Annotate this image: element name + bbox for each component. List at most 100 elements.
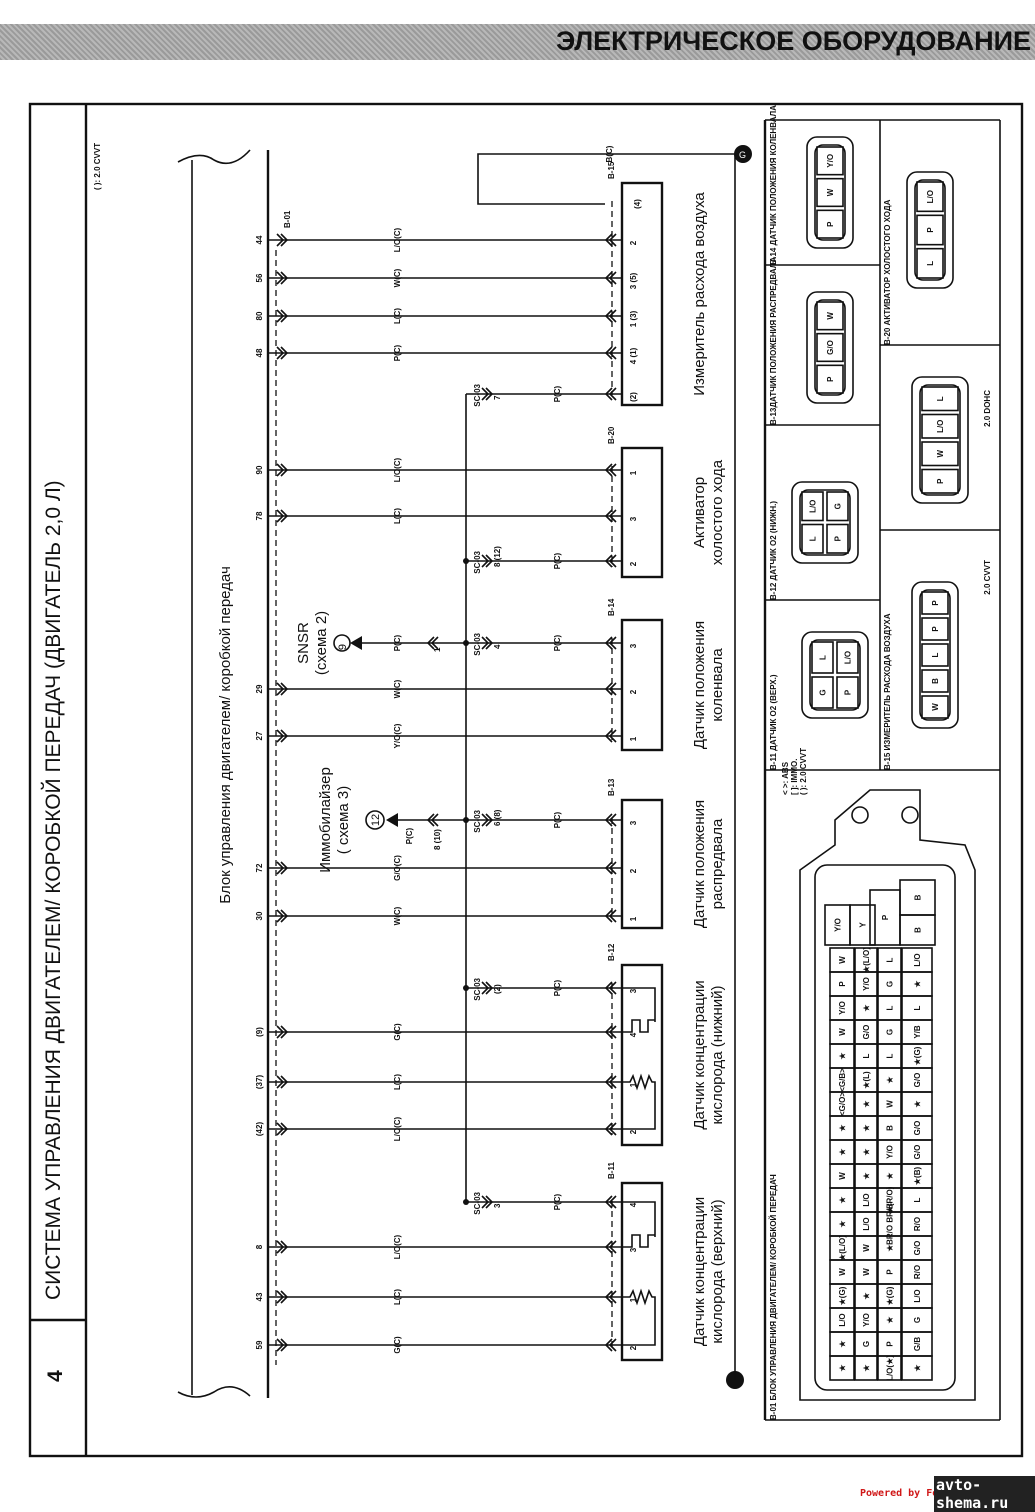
diagram-title: СИСТЕМА УПРАВЛЕНИЯ ДВИГАТЕЛЕМ/ КОРОБКОЙ … [41,480,65,1300]
connector-chevron-icon [604,1338,617,1352]
pin-color-label: L [819,655,828,660]
legend-item: < >: ABS [781,761,790,795]
sensor-name: Датчик концентрации [691,980,708,1129]
connector-title: B-15 ИЗМЕРИТЕЛЬ РАСХОДА ВОЗДУХА [883,613,892,770]
pin-cell [901,947,933,973]
connector-chevron-icon [604,1025,617,1039]
pin-color-label: ★ [838,1124,847,1132]
pin-cell [921,591,949,615]
connector-chevron-icon [481,981,494,995]
pin-color-label: P [926,227,935,233]
ecu-pin-label: (42) [255,1122,264,1137]
pin-color-label: L/O [838,1313,847,1326]
pin-cell [921,617,949,641]
feed-wire-color: P(C) [553,634,562,651]
splice-label: SC-03 [473,1191,482,1214]
pin-color-label: ★ [862,1172,871,1180]
arrow-icon [386,813,398,827]
pin-color-label: G/O [913,1241,922,1256]
wire-color-label: G/O(C) [393,855,402,881]
connector-chevron-icon [276,682,289,696]
pin-cell [921,468,959,494]
connector-chevron-icon [276,346,289,360]
connector-chevron-icon [426,636,439,650]
splice-pin: 7 [493,395,502,400]
pin-cell [921,643,949,667]
immobilizer-reference: 12 Иммобилайзер ( схема 3) P(C) 8 (10) [317,767,469,873]
pin-color-label: ★(B) [913,1167,922,1186]
pin-color-label: Y/O [834,918,843,932]
pin-color-label: L [862,1053,871,1058]
connector-chevron-icon [276,463,289,477]
sensor-pin-label: 3 [629,643,638,648]
pin-color-label: G [886,981,895,987]
pin-color-label: G/O [913,1073,922,1088]
ecu-pin-label: 8 [255,1244,264,1249]
connector-housing [806,136,854,249]
ecu-pin-label: 90 [255,465,264,474]
pin-color-label: G [819,689,828,695]
ecu-pin-label: (9) [255,1027,264,1037]
connector-housing [801,631,869,719]
ecu-pin-label: (37) [255,1075,264,1090]
ecu-pin-label: 30 [255,911,264,920]
connector-chevron-icon [481,636,494,650]
pin-color-label: P [886,1269,895,1275]
pin-color-label: L/O [844,651,853,664]
wire-color-label: W(C) [393,679,402,698]
pin-color-label: ★ [886,1244,895,1252]
feed-wire-color: P(C) [553,979,562,996]
junction-dot [463,1199,469,1205]
ecu-pin-label: 78 [255,511,264,520]
connector-title: B-01 БЛОК УПРАВЛЕНИЯ ДВИГАТЕЛЕМ/ КОРОБКО… [769,1174,778,1420]
pin-color-label: B [914,894,923,900]
connector-b15-dohc: PWL/OL [911,376,969,504]
sensor-pin-label: 2 [629,240,638,245]
junction-dot [463,558,469,564]
pin-color-label: ★(G) [838,1286,847,1305]
pin-color-label: W [826,312,835,320]
pin-color-label: P [881,914,890,920]
connector-face [809,639,861,711]
ecu-pin-label: 43 [255,1292,264,1301]
pin-color-label: ★ [862,1004,871,1012]
pin-cell [816,364,844,394]
splice-pin: 4 [493,644,502,649]
heater-element-icon [622,1201,656,1248]
connector-chevron-icon [604,346,617,360]
pin-color-label: G [834,503,843,509]
pin-color-label: ★(G) [886,1286,895,1305]
variant-note: 2.0 DOHC [983,390,992,427]
sensor-box [620,798,664,930]
splice-label: SC-03 [473,977,482,1000]
connector-chevron-icon [481,387,494,401]
pin-color-label: P [931,600,940,606]
pin-cell [916,214,944,246]
pin-cell [811,676,834,709]
pin-color-label: L [913,1197,922,1202]
connector-chevron-icon [604,1195,617,1209]
sensor-pin-label: 2 [629,868,638,873]
sensor-pin-label: 1 [629,916,638,921]
sensor-pin-label: 4 [629,1032,638,1037]
connector-chevron-icon [426,813,439,827]
connector-b20: LPL/O [906,171,954,289]
pin-color-label: ★ [862,1364,871,1372]
pin-color-label: L/O [913,1289,922,1302]
sensor-pin-label: 2 [629,1345,638,1350]
pin-color-label: L/O [809,500,818,513]
pin-color-label: L/O [936,420,945,433]
pin-color-label: Y [859,922,868,928]
sensor-name: Активатор [691,477,708,548]
sensor-pin-label: (2) [629,392,638,402]
pin-color-label: W [886,1100,895,1108]
wire-color-label: L/O(C) [393,457,402,482]
pin-cell [816,301,844,331]
pin-color-label: B [914,927,923,933]
connector-housing [911,376,969,504]
pin-color-label: L [886,1005,895,1010]
pin-color-label: L [936,396,945,401]
pin-color-label: W [936,450,945,458]
